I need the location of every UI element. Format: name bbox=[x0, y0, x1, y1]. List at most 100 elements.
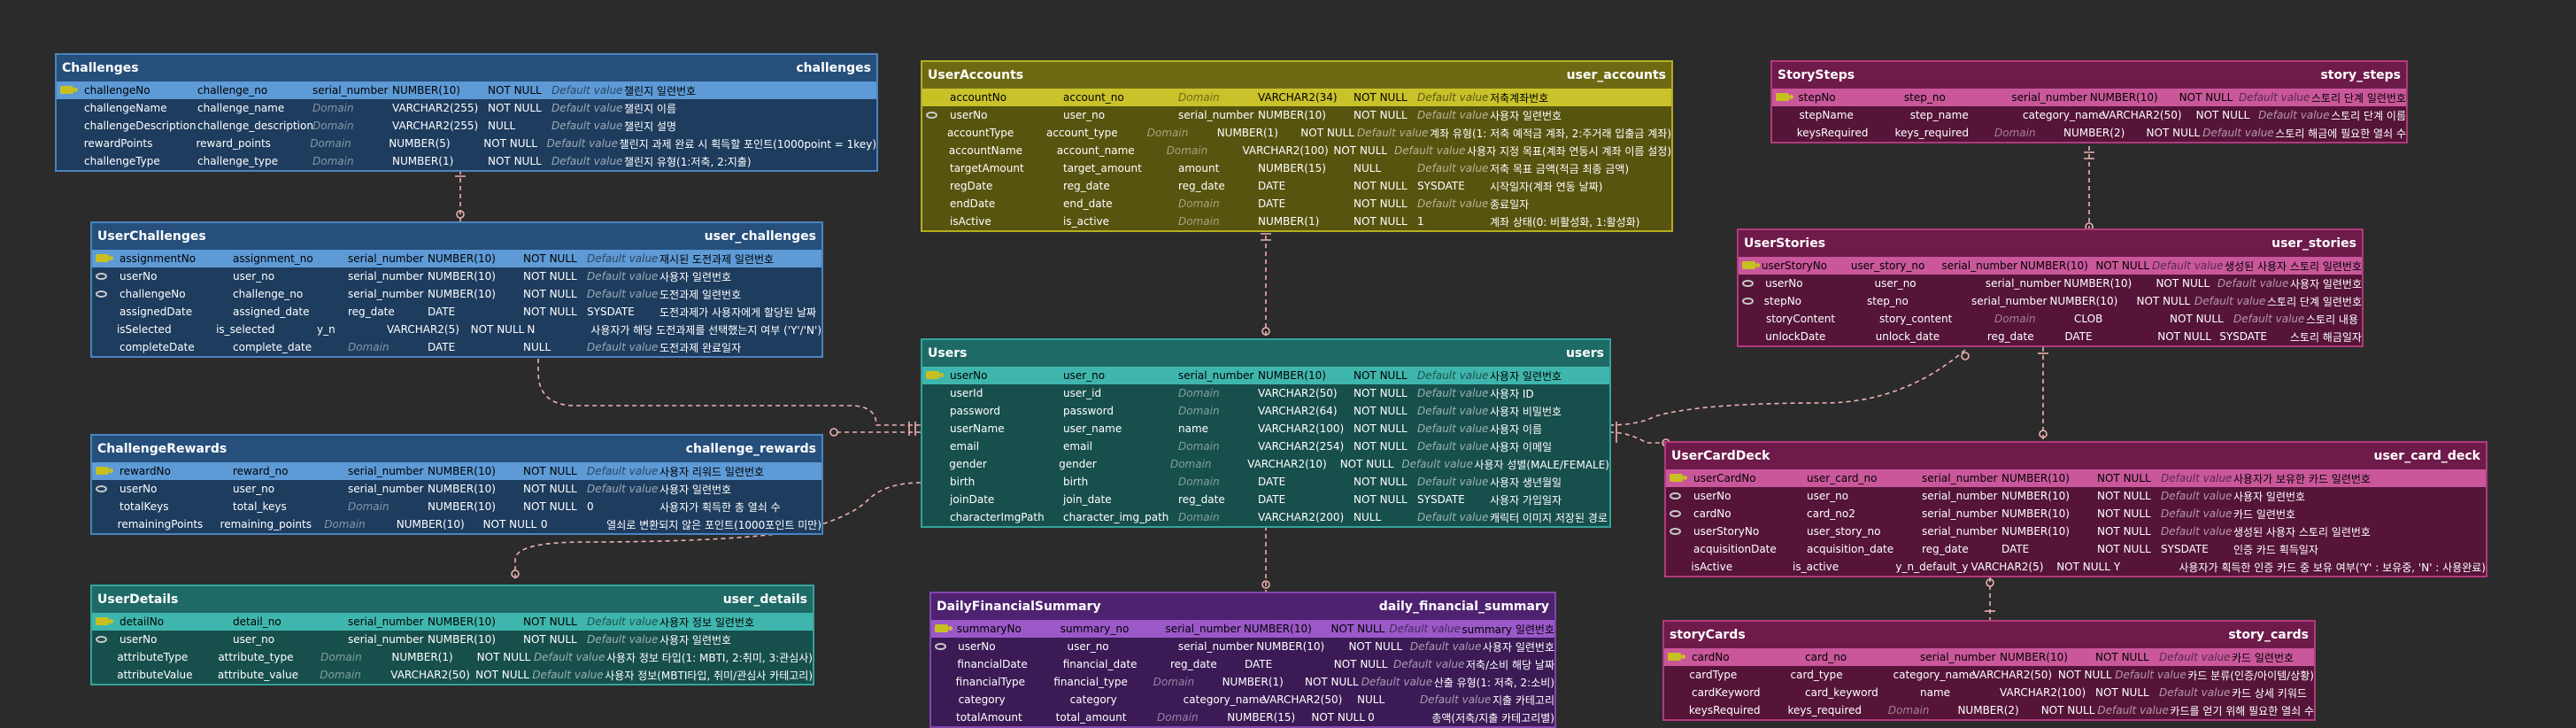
column-name: keysRequired bbox=[1796, 127, 1869, 139]
column-domain: Domain bbox=[1178, 440, 1220, 453]
column-name: birth bbox=[950, 476, 976, 488]
column-null: NOT NULL bbox=[470, 323, 525, 336]
column-col: is_active bbox=[1793, 561, 1839, 573]
column-null: NOT NULL bbox=[2095, 686, 2149, 699]
column-null: NOT NULL bbox=[1354, 197, 1408, 210]
foreign-key-icon bbox=[1666, 507, 1691, 520]
column-comment: 인증 카드 획득일자 bbox=[2233, 543, 2318, 556]
column-null: NOT NULL bbox=[523, 465, 577, 477]
column-name: completeDate bbox=[120, 341, 195, 353]
column-col: challenge_type bbox=[197, 155, 279, 167]
column-domain: Domain bbox=[312, 155, 354, 167]
column-col: card_keyword bbox=[1805, 686, 1878, 699]
column-comment: 사용자 정보(MBTI타입, 취미/관심사 카테고리) bbox=[605, 669, 813, 682]
column-col: attribute_type bbox=[218, 651, 294, 663]
column-domain: reg_date bbox=[1178, 493, 1225, 506]
column-comment: 사용자 일련번호 bbox=[2289, 277, 2363, 290]
